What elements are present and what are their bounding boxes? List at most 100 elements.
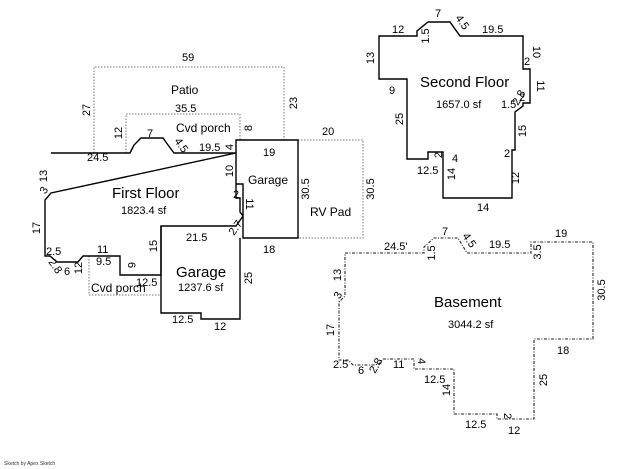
ff-dim-right-c: 11 (243, 198, 255, 209)
sf-dim-right-step3: 2 (504, 148, 510, 160)
sf-dim-step-c: 1.5 (501, 99, 516, 111)
bs-dim-bump-top: 7 (442, 226, 448, 238)
sf-dim-left-upper: 13 (365, 52, 377, 64)
sf-dim-left-lower: 25 (394, 113, 406, 125)
sf-dim-bump-top: 7 (435, 8, 441, 20)
ff-dim-left-diag: 3 (38, 185, 51, 196)
patio-dim-right: 23 (288, 97, 300, 109)
garage-lower-dim-bottom-a: 12.5 (172, 314, 193, 326)
patio-label: Patio (171, 83, 199, 97)
ff-dim-garage-side: 15 (148, 240, 160, 252)
bs-dim-bottom-step: 2 (501, 413, 513, 419)
garage-lower-dim-right: 25 (243, 272, 255, 284)
sf-dim-right-step2: 2 (519, 92, 525, 104)
ff-dim-bottom-b: 11 (97, 244, 108, 256)
ff-dim-bottom-diag: 2.8 (46, 257, 65, 276)
rv-pad-outline (298, 139, 364, 239)
basement-label: Basement (434, 294, 502, 311)
first-floor-label: First Floor (112, 185, 180, 202)
second-floor-outline (378, 21, 531, 199)
bs-dim-bottom-mid: 12.5 (465, 419, 486, 431)
ff-dim-porch-side: 12 (73, 262, 85, 274)
ff-dim-top-left: 24.5 (87, 152, 108, 164)
bs-dim-left-diag: 3 (332, 290, 345, 301)
patio-outline (93, 66, 285, 153)
garage-upper-label: Garage (248, 173, 288, 187)
garage-lower-outline (160, 226, 241, 320)
second-floor-area: 1657.0 sf (436, 99, 482, 111)
sf-dim-right-step: 2 (524, 56, 530, 68)
sf-dim-step-a: 1.5 (420, 28, 432, 43)
cvd-porch-bottom-outline (88, 256, 161, 296)
bs-dim-step-a: 1.5 (426, 245, 438, 260)
bs-dim-left-lower: 17 (325, 324, 337, 336)
bs-dim-bottom-right: 12 (508, 425, 520, 437)
cvd-porch-top-dim-left: 12 (113, 127, 125, 139)
cvd-porch-bottom-label: Cvd porch (91, 281, 146, 295)
sf-dim-top-right: 19.5 (482, 24, 503, 36)
first-floor-area: 1823.4 sf (121, 205, 167, 217)
sf-dim-right-a: 10 (530, 46, 542, 58)
sf-dim-left-notch: 14 (446, 168, 458, 180)
bs-dim-right-lower: 25 (538, 374, 550, 386)
ff-dim-step: 4 (224, 144, 236, 150)
ff-dim-garage-top: 21.5 (186, 232, 207, 244)
bs-dim-bottom-a: 6 (358, 365, 364, 377)
patio-dim-top: 59 (182, 52, 194, 64)
bs-dim-notch-top: 12.5 (424, 374, 445, 386)
bs-dim-top-left: 24.5' (384, 241, 408, 253)
garage-upper-dim-right: 30.5 (300, 178, 312, 199)
garage-upper-dim-top: 19 (263, 147, 275, 159)
ff-dim-right-b: 2 (233, 189, 239, 201)
ff-dim-left-lower: 17 (31, 222, 43, 234)
cvd-porch-top-outline (125, 113, 241, 153)
sf-dim-bottom: 14 (477, 202, 489, 214)
bs-dim-notch: 14 (441, 384, 453, 396)
rv-pad-dim-right: 30.5 (365, 178, 377, 199)
ff-dim-bottom-a: 6 (64, 266, 70, 278)
rv-pad-label: RV Pad (310, 205, 351, 219)
bs-dim-notch-step: 4 (415, 358, 427, 364)
sf-dim-notch-b: 2 (433, 152, 445, 158)
basement-outline (338, 237, 594, 420)
sf-dim-notch-a: 4 (452, 153, 458, 165)
garage-lower-dim-bottom-b: 12 (214, 321, 226, 333)
ff-dim-bump-top: 7 (147, 128, 153, 140)
cvd-porch-top-dim-right: 8 (243, 125, 255, 131)
bs-dim-top-right: 19 (555, 228, 567, 240)
first-floor-outline (44, 137, 299, 276)
ff-dim-bottom-left: 2.5 (46, 246, 61, 258)
garage-upper-dim-bottom: 18 (263, 244, 275, 256)
bs-dim-bump-diag: 4.5 (460, 231, 479, 250)
ff-dim-top-right: 19.5 (199, 142, 220, 154)
sf-dim-top-left: 12 (392, 24, 404, 36)
cvd-porch-top-label: Cvd porch (176, 121, 231, 135)
bs-dim-left-upper: 13 (332, 269, 344, 281)
credit-text: Sketch by Apex Sketch (4, 461, 56, 467)
bs-dim-step-b: 3.5 (532, 244, 544, 259)
ff-dim-inner-step: 6 (125, 262, 137, 268)
sf-dim-right-b: 11 (534, 80, 546, 91)
rv-pad-dim-top: 20 (322, 126, 334, 138)
bs-dim-diag: 2.8 (367, 356, 385, 375)
garage-lower-area: 1237.6 sf (178, 282, 224, 294)
ff-dim-porch-inner: 9.5 (96, 256, 111, 268)
ff-dim-porch-bottom: 12.5 (136, 277, 157, 289)
bs-dim-top-mid: 19.5 (489, 239, 510, 251)
ff-dim-left-upper: 13 (38, 170, 50, 182)
garage-lower-label: Garage (176, 264, 226, 281)
bs-dim-right: 30.5 (596, 279, 608, 300)
bs-dim-bottom-b: 11 (393, 359, 404, 371)
sf-dim-ledge: 9 (389, 85, 395, 97)
bs-dim-bottom-left: 2.5 (333, 359, 348, 371)
sf-dim-bottom-left: 12.5 (417, 165, 438, 177)
patio-dim-left: 27 (81, 104, 93, 116)
sf-dim-right-d: 12 (510, 172, 522, 184)
second-floor-label: Second Floor (420, 74, 509, 91)
bs-dim-right-step: 18 (557, 345, 569, 357)
sf-dim-right-c: 15 (517, 125, 529, 137)
cvd-porch-top-dim-top: 35.5 (175, 103, 196, 115)
basement-area: 3044.2 sf (448, 319, 494, 331)
ff-dim-right-a: 10 (224, 165, 236, 177)
